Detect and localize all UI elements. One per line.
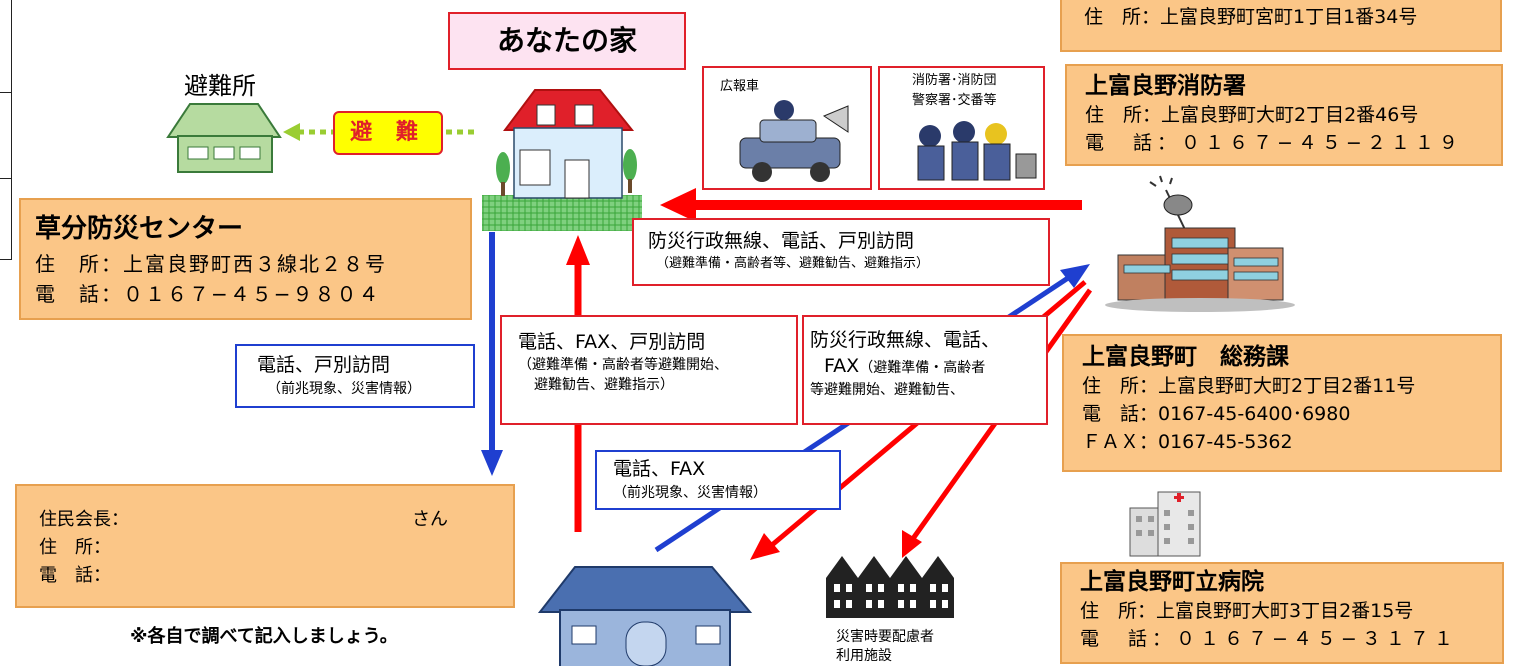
admin-radio-fax-main-1: 防災行政無線、電話、 xyxy=(810,329,1001,351)
tel-fax-blue-main: 電話、FAX xyxy=(613,458,706,480)
fill-in-note: ※各自で調べて記入しましょう。 xyxy=(130,626,398,647)
facility-label-1: 災害時要配慮者 xyxy=(836,629,934,645)
fire-station-name: 上富良野消防署 xyxy=(1085,73,1246,99)
kusawake-center-box: 草分防災センター 住 所：上富良野町西３線北２８号 電 話：０１６７−４５−９８… xyxy=(19,198,472,320)
somu-division-phone: 電 話：0167-45-6400･6980 xyxy=(1082,403,1351,425)
red-arrow-to-community-head xyxy=(750,533,780,560)
kusawake-center-address: 住 所：上富良野町西３線北２８号 xyxy=(35,252,387,276)
resident-phone-label: 電 話： xyxy=(39,565,111,586)
tel-visit-blue-message: 電話、戸別訪問 （前兆現象、災害情報） xyxy=(235,344,475,408)
facility-label: 災害時要配慮者 利用施設 xyxy=(836,628,934,666)
fire-station-phone: 電 話：０１６７−４５−２１１９ xyxy=(1085,132,1463,154)
evacuate-badge: 避 難 xyxy=(333,111,443,155)
government-building-icon xyxy=(1105,175,1295,312)
fire-police-label-1: 消防署･消防団 xyxy=(912,73,997,88)
tel-fax-visit-sub-1: （避難準備・高齢者等避難開始、 xyxy=(518,357,728,373)
blue-arrow-down-head xyxy=(481,450,503,476)
kusawake-center-phone: 電 話：０１６７−４５−９８０４ xyxy=(35,282,381,306)
evacuate-arrow xyxy=(283,123,476,141)
resident-address-label: 住 所： xyxy=(39,537,111,558)
red-arrow-up-head xyxy=(566,235,590,265)
pr-car-panel: 広報車 xyxy=(702,66,872,190)
blue-arrow-to-government-head xyxy=(1060,264,1090,288)
fire-police-icon xyxy=(917,121,1037,181)
pr-car-label: 広報車 xyxy=(720,79,760,94)
facility-icon xyxy=(826,556,954,618)
admin-radio-fax-message: 防災行政無線、電話、 FAX（避難準備・高齢者 等避難開始、避難勧告、 xyxy=(802,315,1048,425)
fire-station-box: 上富良野消防署 住 所：上富良野町大町2丁目2番46号 電 話：０１６７−４５−… xyxy=(1065,64,1503,166)
community-hall-icon xyxy=(537,566,753,666)
tel-fax-visit-message: 電話、FAX、戸別訪問 （避難準備・高齢者等避難開始、 避難勧告、避難指示） xyxy=(500,315,798,425)
tel-fax-blue-message: 電話、FAX （前兆現象、災害情報） xyxy=(595,450,841,510)
red-arrow-to-house-head xyxy=(660,188,696,222)
admin-radio-sub: （避難準備・高齢者等、避難勧告、避難指示） xyxy=(656,256,930,271)
tel-visit-blue-main: 電話、戸別訪問 xyxy=(257,354,391,376)
pr-car-icon xyxy=(739,100,849,182)
admin-radio-main: 防災行政無線、電話、戸別訪問 xyxy=(648,230,915,252)
hospital-box: 上富良野町立病院 住 所：上富良野町大町3丁目2番15号 電 話：０１６７−４５… xyxy=(1060,562,1504,664)
tel-fax-visit-main: 電話、FAX、戸別訪問 xyxy=(518,331,706,353)
your-house-title: あなたの家 xyxy=(448,12,686,70)
hospital-icon xyxy=(1129,491,1201,557)
your-house-icon xyxy=(482,89,642,231)
cut-off-table-edge xyxy=(0,0,12,260)
red-arrow-to-facility-head xyxy=(902,530,922,558)
admin-radio-message: 防災行政無線、電話、戸別訪問 （避難準備・高齢者等、避難勧告、避難指示） xyxy=(632,218,1050,286)
facility-label-2: 利用施設 xyxy=(836,648,892,664)
resident-head-box: 住民会長： さん 住 所： 電 話： xyxy=(15,484,515,608)
resident-san-label: さん xyxy=(412,509,448,530)
fire-station-address: 住 所：上富良野町大町2丁目2番46号 xyxy=(1085,104,1419,126)
hospital-name: 上富良野町立病院 xyxy=(1080,569,1264,595)
somu-division-address: 住 所：上富良野町大町2丁目2番11号 xyxy=(1082,375,1416,397)
top-address-line: 住 所：上富良野町宮町1丁目1番34号 xyxy=(1084,6,1418,28)
somu-division-name: 上富良野町 総務課 xyxy=(1082,344,1289,370)
tel-visit-blue-sub: （前兆現象、災害情報） xyxy=(267,381,421,397)
kusawake-center-name: 草分防災センター xyxy=(35,214,244,244)
tel-fax-blue-sub: （前兆現象、災害情報） xyxy=(613,485,767,501)
top-address-box: 住 所：上富良野町宮町1丁目1番34号 xyxy=(1060,0,1502,52)
admin-radio-fax-main-2: FAX xyxy=(824,355,860,377)
somu-division-fax: ＦＡＸ：0167-45-5362 xyxy=(1082,431,1293,453)
fire-police-panel: 消防署･消防団 警察署･交番等 xyxy=(878,66,1045,190)
hospital-phone: 電 話：０１６７−４５−３１７１ xyxy=(1080,628,1458,650)
shelter-icon xyxy=(166,103,282,173)
tel-fax-visit-sub-2: 避難勧告、避難指示） xyxy=(534,377,674,393)
admin-radio-fax-sub-2: 等避難開始、避難勧告、 xyxy=(810,382,964,398)
shelter-label: 避難所 xyxy=(184,72,256,100)
resident-head-label: 住民会長： xyxy=(39,509,129,530)
fire-police-label-2: 警察署･交番等 xyxy=(912,93,997,108)
hospital-address: 住 所：上富良野町大町3丁目2番15号 xyxy=(1080,600,1414,622)
somu-division-box: 上富良野町 総務課 住 所：上富良野町大町2丁目2番11号 電 話：0167-4… xyxy=(1062,334,1502,472)
admin-radio-fax-sub-1: （避難準備・高齢者 xyxy=(859,360,986,376)
